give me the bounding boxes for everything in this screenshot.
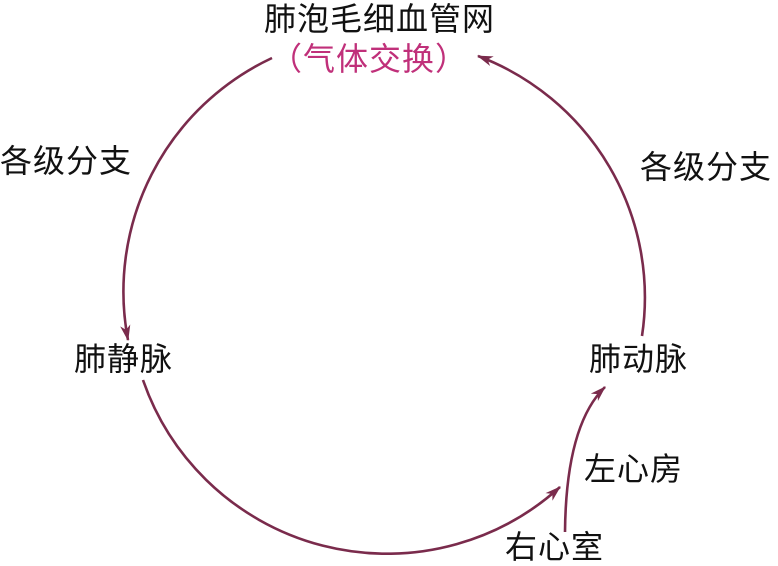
arrow-capillary-to-vein [120,56,273,342]
capillary-network-label: 肺泡毛细血管网 [264,0,496,38]
left-atrium-label: 左心房 [584,450,684,488]
arrow-vein-to-atrium [141,379,561,555]
pulmonary-artery-label: 肺动脉 [589,340,689,378]
right-branches-label: 各级分支 [640,148,773,186]
arrow-artery-to-capillary [476,54,647,337]
arrow-ventricle-to-artery [563,386,606,533]
left-branches-label: 各级分支 [0,142,133,180]
pulmonary-vein-label: 肺静脉 [74,340,174,378]
right-ventricle-label: 右心室 [505,528,605,566]
gas-exchange-note: （气体交换） [270,40,469,78]
